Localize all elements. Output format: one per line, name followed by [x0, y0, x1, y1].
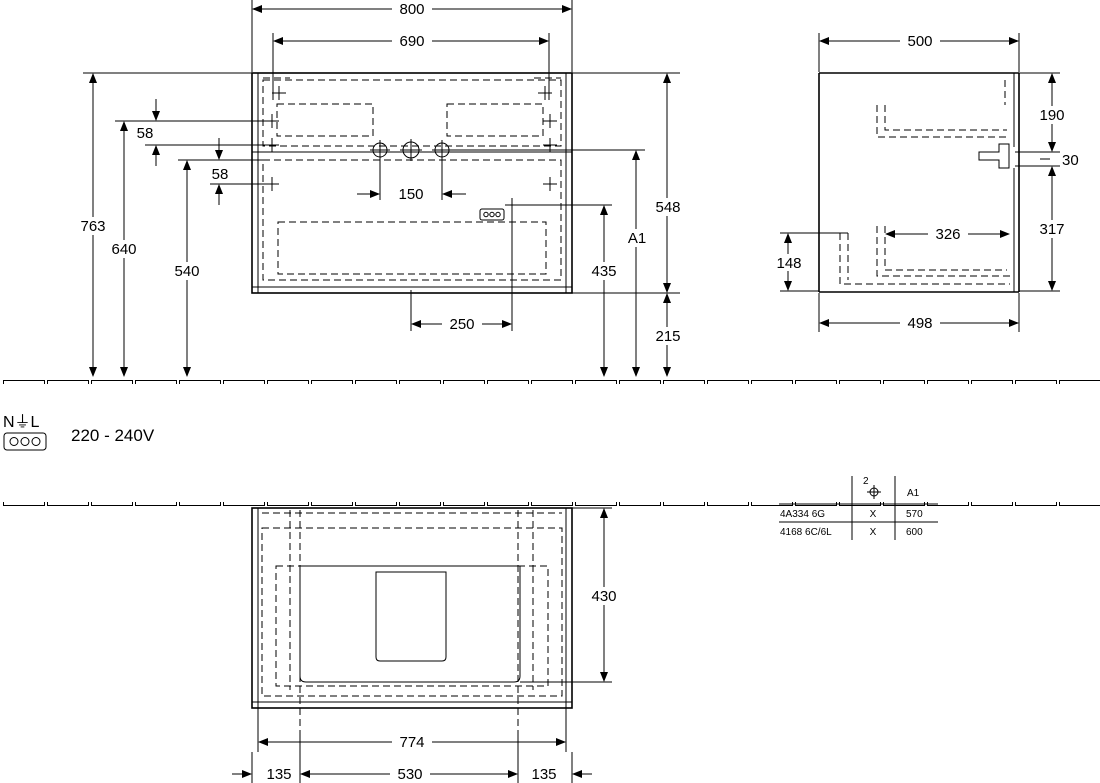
wall-strip-top — [3, 377, 1100, 384]
side-view: 500 498 326 190 30 317 148 — [771, 32, 1079, 332]
row-mark: X — [870, 527, 877, 538]
voltage-text: 220 - 240V — [71, 426, 155, 445]
dim-width-800: 800 — [399, 1, 424, 18]
dim-right-135: 135 — [531, 766, 556, 783]
dim-height-548: 548 — [655, 199, 680, 216]
dim-height-540: 540 — [174, 263, 199, 280]
wall-strip-bottom — [3, 502, 1100, 509]
dim-depth-500: 500 — [907, 33, 932, 50]
row-code: 4A334 6G — [780, 509, 825, 520]
dim-depth-498: 498 — [907, 315, 932, 332]
top-view: 430 774 135 530 135 — [232, 507, 622, 783]
electrical-connection: N⏚L 220 - 240V — [3, 413, 155, 451]
dim-offset-58-bottom: 58 — [212, 166, 229, 183]
dim-height-435: 435 — [591, 263, 616, 280]
power-label: N⏚L — [3, 413, 40, 431]
dim-label-a1: A1 — [628, 230, 646, 247]
row-a1: 600 — [906, 527, 923, 538]
dim-height-640: 640 — [111, 241, 136, 258]
row-a1: 570 — [906, 509, 923, 520]
table-row: 4168 6C/6L X 600 — [780, 527, 923, 538]
spec-table: 2 A1 4A334 6G X 570 4168 6C/6L X 600 — [779, 476, 938, 540]
faucet-hole-icon — [867, 485, 881, 499]
front-view: 800 690 763 640 540 58 58 — [76, 0, 686, 377]
dim-offset-58-top: 58 — [137, 125, 154, 142]
dim-height-317: 317 — [1039, 221, 1064, 238]
dim-width-774: 774 — [399, 734, 424, 751]
dim-depth-430: 430 — [591, 588, 616, 605]
dim-spacing-150: 150 — [398, 186, 423, 203]
row-mark: X — [870, 509, 877, 520]
dim-height-763: 763 — [80, 218, 105, 235]
dim-height-190: 190 — [1039, 107, 1064, 124]
row-code: 4168 6C/6L — [780, 527, 832, 538]
dim-left-135: 135 — [266, 766, 291, 783]
table-header-a1: A1 — [907, 488, 920, 499]
dim-height-148: 148 — [776, 255, 801, 272]
table-row: 4A334 6G X 570 — [780, 509, 923, 520]
dim-middle-530: 530 — [397, 766, 422, 783]
dim-depth-326: 326 — [935, 226, 960, 243]
dim-offset-250: 250 — [449, 316, 474, 333]
dim-height-30: 30 — [1062, 152, 1079, 169]
dim-width-690: 690 — [399, 33, 424, 50]
power-socket-icon — [3, 432, 47, 451]
table-header-index: 2 — [863, 476, 869, 487]
dim-height-215: 215 — [655, 328, 680, 345]
